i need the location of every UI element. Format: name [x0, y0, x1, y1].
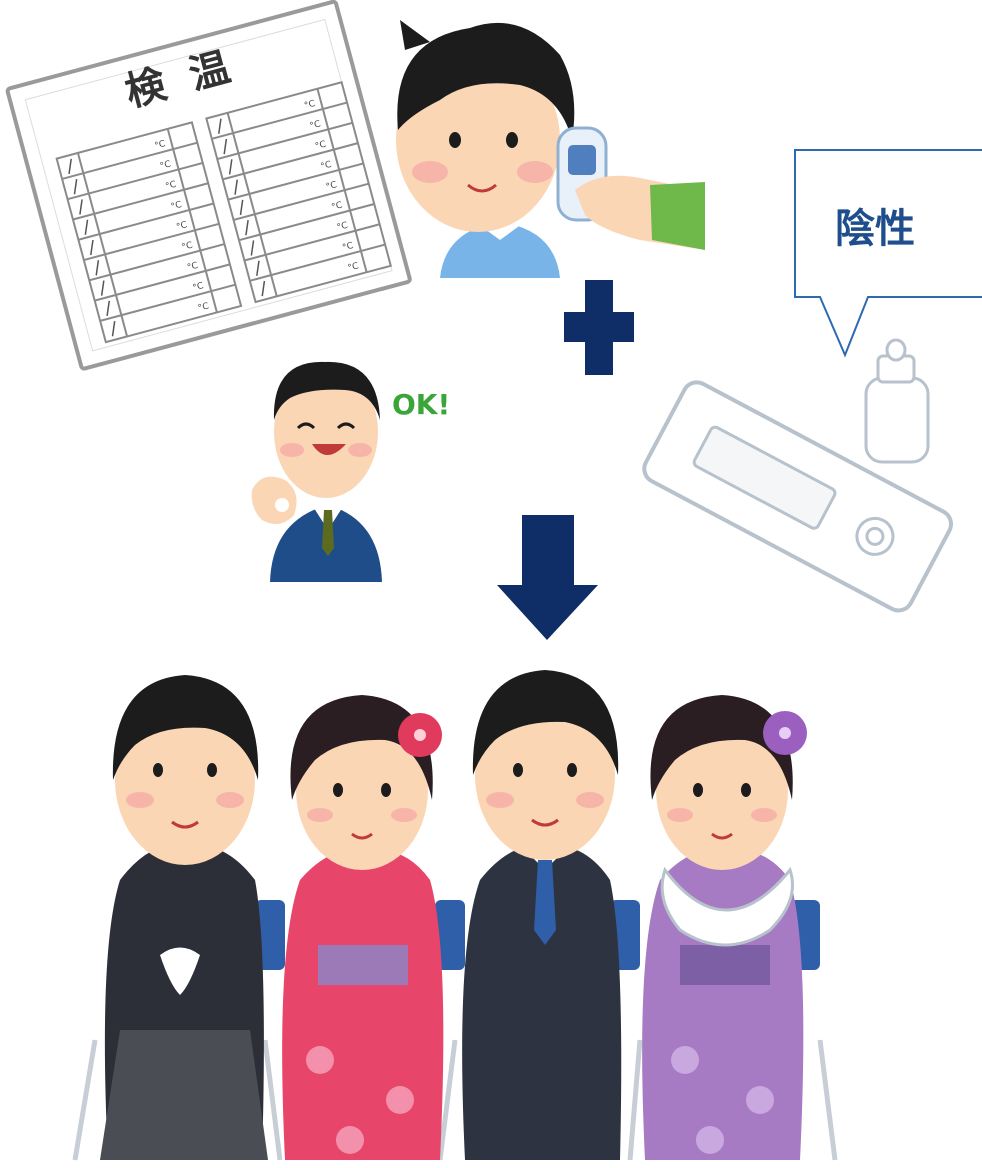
svg-text:°C: °C: [197, 301, 210, 313]
svg-text:°C: °C: [325, 180, 338, 192]
svg-text:°C: °C: [170, 200, 183, 212]
negative-result-label: 陰性: [835, 206, 915, 252]
svg-text:°C: °C: [320, 160, 333, 172]
svg-text:°C: °C: [331, 200, 344, 212]
svg-text:°C: °C: [314, 140, 327, 152]
svg-text:°C: °C: [154, 139, 167, 151]
svg-text:°C: °C: [181, 241, 194, 253]
svg-text:°C: °C: [192, 281, 205, 293]
svg-text:°C: °C: [175, 220, 188, 232]
svg-text:°C: °C: [303, 99, 316, 111]
svg-text:°C: °C: [159, 159, 172, 171]
svg-text:°C: °C: [341, 241, 354, 253]
svg-text:°C: °C: [336, 221, 349, 233]
svg-text:°C: °C: [165, 180, 178, 192]
svg-text:°C: °C: [347, 261, 360, 273]
svg-text:°C: °C: [186, 261, 199, 273]
svg-text:°C: °C: [309, 119, 322, 131]
